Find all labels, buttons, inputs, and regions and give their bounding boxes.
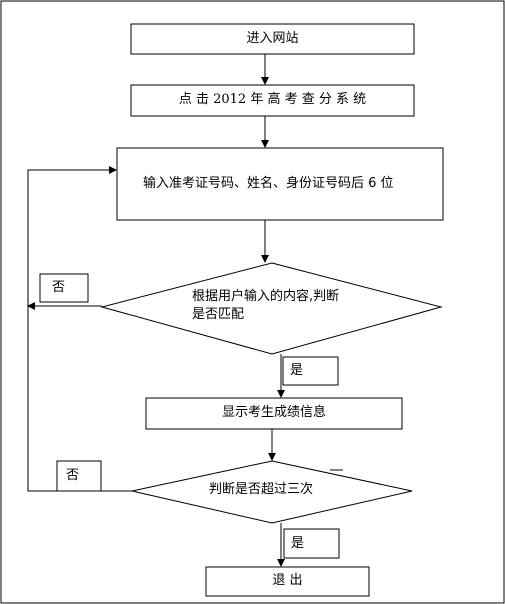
label-no-1: 否	[52, 280, 66, 295]
label-box-yes-2	[283, 528, 340, 559]
decision-retry-label: 判断是否超过三次	[209, 482, 314, 497]
step-enter-site-label: 进入网站	[246, 31, 299, 46]
box-exit	[205, 566, 370, 597]
label-box-no-2	[56, 460, 102, 492]
loop-back	[27, 166, 132, 492]
decision-match-label-line2: 是否匹配	[192, 307, 245, 322]
step-show-score-label: 显示考生成绩信息	[221, 405, 326, 420]
box-show-score	[145, 397, 403, 430]
label-box-no-1	[39, 273, 89, 303]
box-input-info	[116, 147, 444, 221]
label-yes-2: 是	[291, 536, 305, 551]
label-no-2: 否	[66, 468, 80, 483]
box-enter-site	[130, 23, 415, 55]
step-click-system-label: 点 击 2012 年 高 考 查 分 系 统	[178, 92, 367, 107]
label-box-yes-1	[282, 356, 339, 386]
step-input-info-label: 输入准考证号码、姓名、身份证号码后 6 位	[143, 176, 394, 191]
diamond-match	[100, 262, 443, 355]
decision-match-label-line1: 根据用户输入的内容,判断	[192, 289, 340, 304]
label-yes-1: 是	[290, 363, 304, 378]
diamond-retry	[131, 460, 413, 524]
box-click-system	[130, 84, 415, 117]
step-exit-label: 退 出	[272, 573, 303, 588]
